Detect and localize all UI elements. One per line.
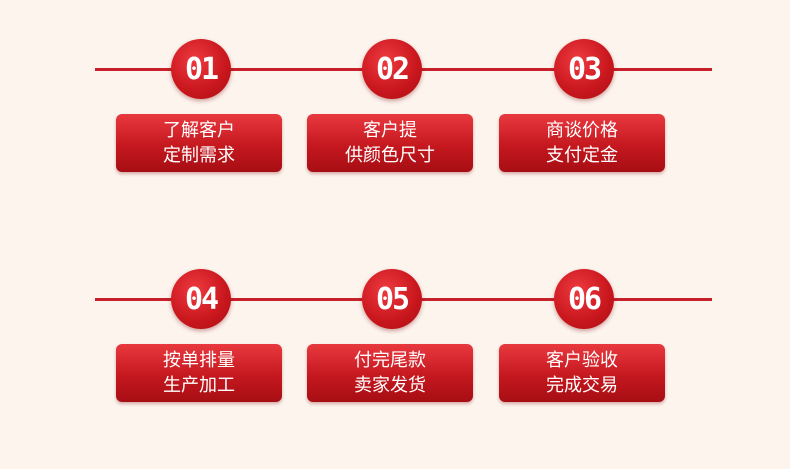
process-row-1: 01 了解客户 定制需求 02 客户提 供颜色尺寸 03 商谈价格 支付定金 <box>0 0 790 180</box>
process-step-04: 04 按单排量 生产加工 <box>116 230 286 410</box>
step-label-line-2: 供颜色尺寸 <box>345 145 435 166</box>
step-label-line-2: 定制需求 <box>163 145 235 166</box>
step-number: 03 <box>567 51 602 87</box>
step-label-line-2: 卖家发货 <box>354 375 426 396</box>
step-number-badge: 06 <box>554 269 614 329</box>
process-row-2: 04 按单排量 生产加工 05 付完尾款 卖家发货 06 客户验收 完成交易 <box>0 230 790 410</box>
step-number: 05 <box>375 281 410 317</box>
step-number: 01 <box>184 51 219 87</box>
step-label-box: 商谈价格 支付定金 <box>499 114 665 172</box>
step-number-badge: 03 <box>554 39 614 99</box>
step-number: 02 <box>375 51 410 87</box>
step-number-badge: 04 <box>171 269 231 329</box>
process-step-03: 03 商谈价格 支付定金 <box>499 0 669 180</box>
step-label-line-1: 了解客户 <box>163 120 235 141</box>
step-label-box: 了解客户 定制需求 <box>116 114 282 172</box>
step-number: 04 <box>184 281 219 317</box>
step-label-box: 客户验收 完成交易 <box>499 344 665 402</box>
step-label-box: 按单排量 生产加工 <box>116 344 282 402</box>
process-step-06: 06 客户验收 完成交易 <box>499 230 669 410</box>
step-label-box: 付完尾款 卖家发货 <box>307 344 473 402</box>
step-label-line-1: 客户验收 <box>546 350 618 371</box>
step-label-line-2: 完成交易 <box>546 375 618 396</box>
step-number: 06 <box>567 281 602 317</box>
step-number-badge: 01 <box>171 39 231 99</box>
process-step-01: 01 了解客户 定制需求 <box>116 0 286 180</box>
step-number-badge: 02 <box>362 39 422 99</box>
step-number-badge: 05 <box>362 269 422 329</box>
step-label-line-1: 付完尾款 <box>354 350 426 371</box>
process-step-02: 02 客户提 供颜色尺寸 <box>307 0 477 180</box>
step-label-box: 客户提 供颜色尺寸 <box>307 114 473 172</box>
step-label-line-1: 商谈价格 <box>546 120 618 141</box>
step-label-line-1: 客户提 <box>363 120 417 141</box>
step-label-line-2: 支付定金 <box>546 145 618 166</box>
process-step-05: 05 付完尾款 卖家发货 <box>307 230 477 410</box>
step-label-line-1: 按单排量 <box>163 350 235 371</box>
step-label-line-2: 生产加工 <box>163 375 235 396</box>
